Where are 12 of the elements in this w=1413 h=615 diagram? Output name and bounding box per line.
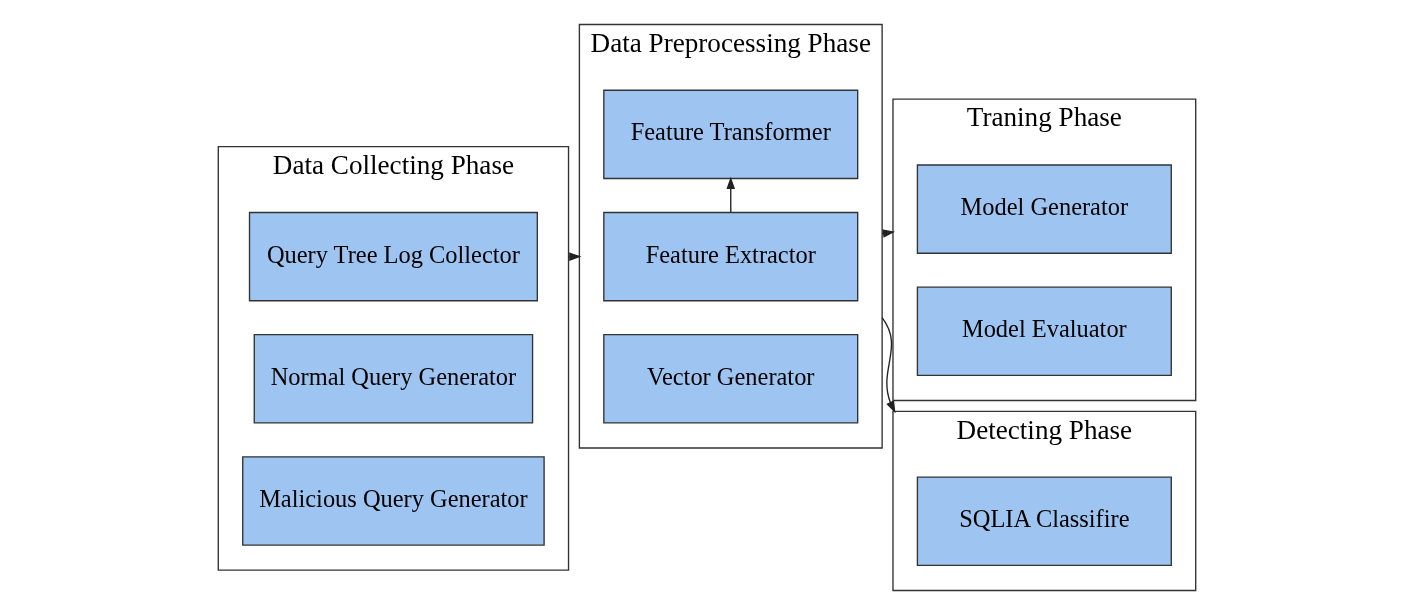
- node-box: Feature Transformer: [602, 89, 858, 180]
- node-box: Model Generator: [916, 164, 1172, 254]
- node-box: Feature Extractor: [602, 211, 858, 302]
- node-box: Query Tree Log Collector: [248, 211, 538, 302]
- arrow: [880, 229, 895, 238]
- node-box: SQLIA Classifire: [916, 476, 1172, 567]
- node-box: Normal Query Generator: [253, 333, 533, 424]
- node-box: Model Evaluator: [916, 286, 1172, 377]
- arrow: [880, 317, 895, 414]
- arrow: [725, 176, 735, 213]
- node-box: Vector Generator: [602, 333, 858, 424]
- node-box: Malicious Query Generator: [241, 456, 545, 546]
